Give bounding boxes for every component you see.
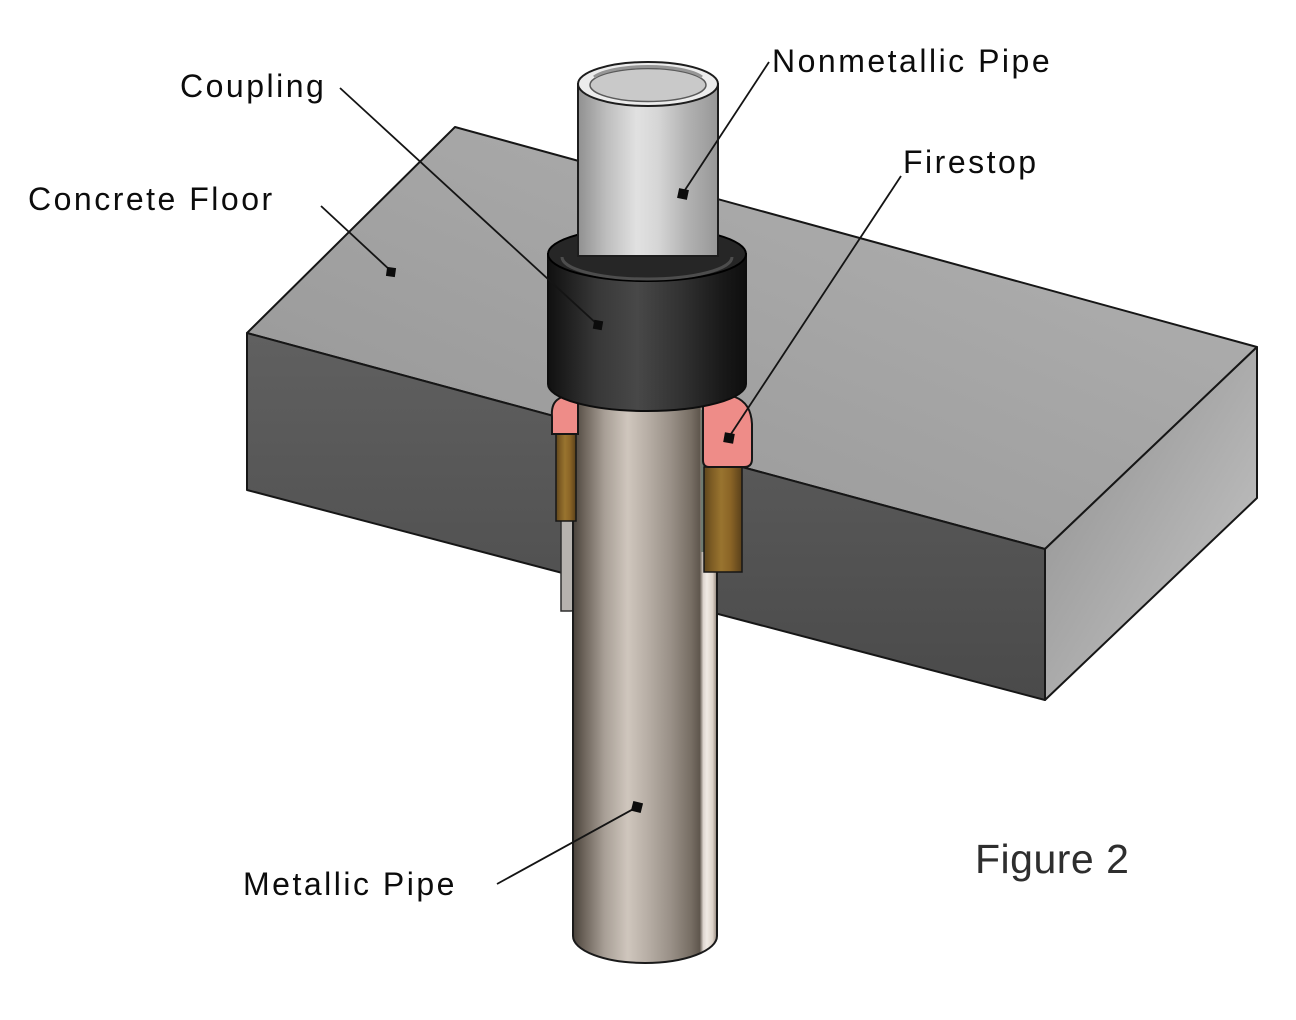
leader-line-nonmetallic-pipe xyxy=(682,61,770,194)
nonmetallic-pipe-bore xyxy=(589,67,707,103)
nonmetallic-pipe xyxy=(577,61,719,257)
callout-labels: Coupling Concrete Floor Nonmetallic Pipe… xyxy=(28,43,1052,902)
leader-line-firestop xyxy=(728,175,902,438)
leader-lines xyxy=(320,61,902,885)
label-coupling: Coupling xyxy=(180,68,326,104)
label-nonmetallic-pipe: Nonmetallic Pipe xyxy=(772,43,1052,79)
leader-dot-firestop xyxy=(723,432,735,444)
label-firestop: Firestop xyxy=(903,144,1039,180)
leader-dot-nonmetallic-pipe xyxy=(677,188,689,200)
sleeve-cut-right xyxy=(703,466,743,573)
concrete-floor-right-face xyxy=(1044,346,1258,701)
metallic-pipe xyxy=(572,401,718,964)
nonmetallic-pipe-bore-shadow xyxy=(593,65,703,79)
label-concrete-floor: Concrete Floor xyxy=(28,181,275,217)
leader-line-concrete-floor xyxy=(320,205,392,272)
label-metallic-pipe: Metallic Pipe xyxy=(243,866,457,902)
coupling-inner-lip xyxy=(560,256,734,281)
sleeve-cut-left xyxy=(555,433,577,522)
leader-dot-concrete-floor xyxy=(385,266,397,278)
leader-dot-metallic-pipe xyxy=(630,800,644,814)
leader-dot-coupling xyxy=(592,319,604,331)
coupling-body xyxy=(547,253,747,412)
nonmetallic-pipe-body xyxy=(577,83,719,257)
leader-line-metallic-pipe xyxy=(496,806,638,885)
concrete-floor-slab xyxy=(246,126,1258,701)
figure-caption: Figure 2 xyxy=(975,836,1129,882)
leader-line-coupling xyxy=(339,87,599,326)
